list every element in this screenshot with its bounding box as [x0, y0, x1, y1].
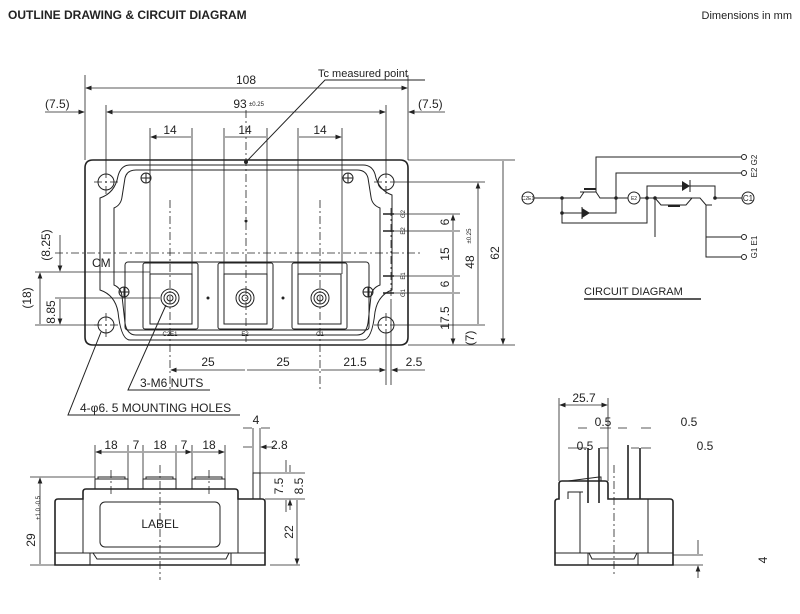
dim-8-25: (8.25) — [39, 229, 53, 260]
dim-17-5: 17.5 — [438, 306, 452, 330]
dim-18: (18) — [20, 287, 34, 308]
mounting-hole — [374, 170, 398, 194]
dim-21-5: 21.5 — [343, 355, 367, 369]
dim-8-5: 8.5 — [292, 477, 306, 494]
screw-icon — [118, 172, 374, 298]
dim-18: 18 — [104, 438, 118, 452]
dim-14: 14 — [313, 123, 327, 137]
mounting-hole — [94, 170, 118, 194]
dim-25: 25 — [276, 355, 290, 369]
node-label-c1: C1 — [743, 194, 754, 203]
mounting-hole — [374, 313, 398, 337]
m6-nut — [235, 288, 255, 308]
dim-14: 14 — [163, 123, 177, 137]
units-note: Dimensions in mm — [702, 10, 792, 22]
dim-29: 29 — [24, 533, 38, 547]
dim-2-5: 2.5 — [406, 355, 423, 369]
dim-93: 93 — [233, 97, 247, 111]
terminal-label-e2: E2 — [241, 332, 249, 338]
dim-29-tol: +1.0 -0.5 — [36, 495, 42, 520]
pin-label-e2-g2: E2 G2 — [750, 154, 759, 177]
dim-2-8: 2.8 — [271, 438, 288, 452]
terminal-c1 — [741, 191, 755, 205]
pin-label-g1-e1: G1 E1 — [750, 235, 759, 258]
dim-4: 4 — [756, 556, 770, 563]
node-label-c2e1: C2E1 — [522, 196, 535, 202]
diode-icon — [581, 207, 590, 219]
dim-0-5: 0.5 — [577, 439, 594, 453]
dim-14: 14 — [238, 123, 252, 137]
terminal-c2e1 — [521, 191, 535, 205]
dim-7: 7 — [133, 438, 140, 452]
circuit-diagram-title: CIRCUIT DIAGRAM — [584, 286, 683, 298]
dim-93-tol: ±0.25 — [249, 102, 265, 108]
dim-7-5-left: (7.5) — [45, 97, 70, 111]
side-view: LABEL 18 7 18 7 18 4 2.8 8.5 7.5 22 29 +… — [24, 413, 306, 580]
end-view: 25.7 0.5 0.5 0.5 0.5 4 — [554, 391, 770, 578]
node-label-e2: E2 — [631, 196, 637, 202]
dim-6: 6 — [438, 218, 452, 225]
dim-15: 15 — [438, 247, 452, 261]
module-outline — [84, 159, 409, 346]
dim-0-5: 0.5 — [697, 439, 714, 453]
terminal-e2 — [627, 191, 641, 205]
dim-6: 6 — [438, 280, 452, 287]
dim-0-5: 0.5 — [681, 415, 698, 429]
dim-48-tol: ±0.25 — [467, 228, 473, 244]
dim-108: 108 — [236, 73, 256, 87]
dim-8-85: 8.85 — [44, 300, 58, 324]
tc-measured-point-label: Tc measured point — [318, 68, 408, 80]
dim-7-5: 7.5 — [272, 477, 286, 494]
dim-48: 48 — [463, 255, 477, 269]
dim-4: 4 — [253, 413, 260, 427]
page-title: OUTLINE DRAWING & CIRCUIT DIAGRAM — [8, 8, 247, 22]
mounting-holes-callout: 4-φ6. 5 MOUNTING HOLES — [80, 401, 231, 415]
nuts-callout: 3-M6 NUTS — [140, 376, 203, 390]
dim-7-5-right: (7.5) — [418, 97, 443, 111]
dim-22: 22 — [282, 525, 296, 539]
dim-25: 25 — [201, 355, 215, 369]
dim-25-7: 25.7 — [572, 391, 596, 405]
dim-18: 18 — [202, 438, 216, 452]
dim-62: 62 — [488, 246, 502, 260]
diode-icon — [682, 180, 691, 192]
dim-18: 18 — [153, 438, 167, 452]
dim-7: (7) — [463, 331, 477, 346]
dim-0-5: 0.5 — [595, 415, 612, 429]
top-view: C2E1 E2 C1 G2 E2 E1 G1 CM 108 93 ±0.25 (… — [20, 68, 515, 416]
circuit-diagram: C2E1 E2 C1 E2 G2 G1 E1 CIRCUIT DIAGRAM — [521, 154, 759, 300]
dim-7: 7 — [181, 438, 188, 452]
cm-label: CM — [92, 256, 111, 270]
